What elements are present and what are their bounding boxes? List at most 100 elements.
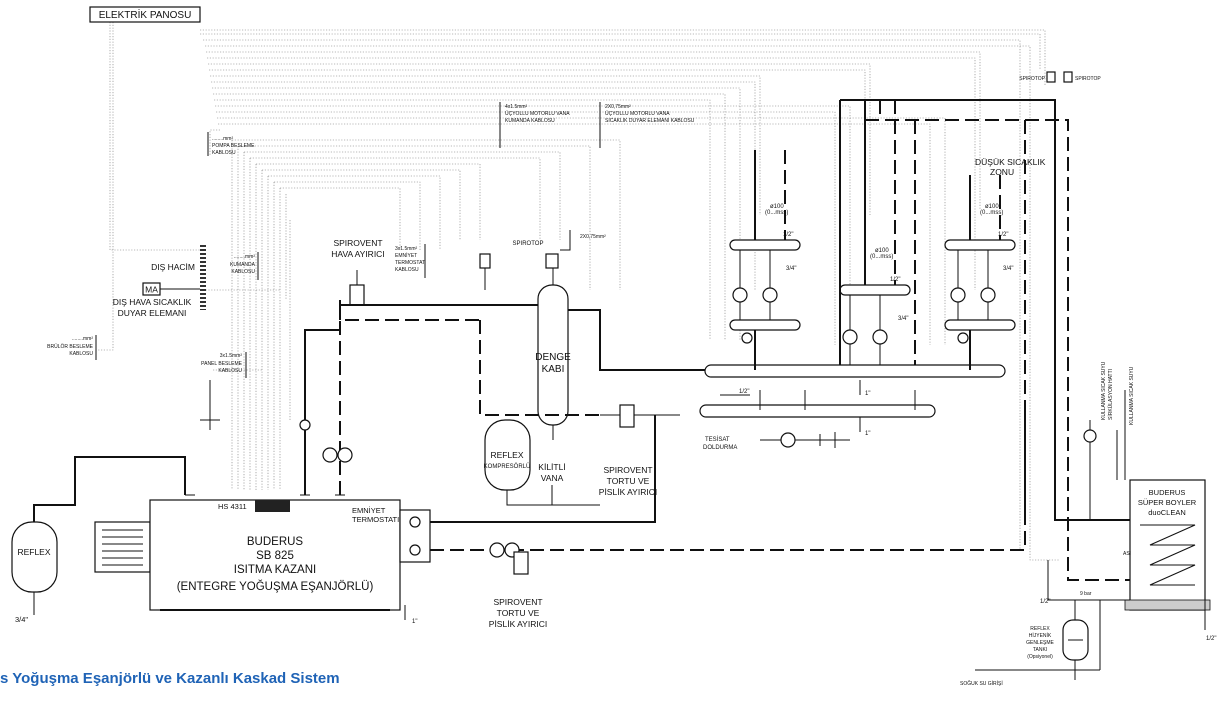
zone3-gauge-l2: (0...mss) [980,210,1003,216]
spirotop-cable-label: 2X0,75mm² [580,234,606,240]
exp-l3: GENLEŞME [1026,640,1054,646]
spirovent-mid: SPIROVENT TORTU VE PİSLİK AYIRICI [599,404,657,497]
boiler-brand: BUDERUS [247,536,304,548]
svg-text:1": 1" [865,391,870,397]
dhw-half-1: 1/2" [1040,599,1050,605]
cable-label-panel-feed: 3x1.5mm² PANEL BESLEME KABLOSU [201,352,247,378]
boiler-controller-label: HS 4311 [218,502,247,511]
dhw-tank-l2: SÜPER BOYLER [1138,498,1197,507]
dhw-tank-l3: duoCLEAN [1148,508,1186,517]
supply-collector [704,364,1006,378]
cable-burner-l1: BRÜLÖR BESLEME [47,343,94,350]
zone3-threeq: 3/4" [1003,266,1013,272]
spirovent-bottom-l2: TORTU VE [497,608,540,618]
boiler-thermostat-l1: EMNİYET [352,506,386,515]
spirovent-mid-l3: PİSLİK AYIRICI [599,487,657,497]
collector-half: 1/2" [739,389,749,395]
cable-pump-l1: POMPA BESLEME [212,143,255,149]
cable-label-control: ........mm² KUMANDA KABLOSU [230,252,259,280]
denge-kabi-group: DENGE KABI SPIROTOP 2X0,75mm² [340,230,720,440]
spirovent-mid-l2: TORTU VE [607,476,650,486]
cable-valve-l1: ÜÇYOLLU MOTORLU VANA [505,110,570,117]
boiler-body [149,499,401,611]
denge-l1: DENGE [535,352,571,363]
spirovent-air-l2: HAVA AYIRICI [331,249,384,259]
control-cable-bundle [96,22,1060,561]
cable-panel-l2: KABLOSU [218,368,242,374]
reflex-comp-l2: KOMPRESÖRLÜ [484,463,531,470]
boiler-thermostat-l2: TERMOSTATI [352,515,399,524]
exp-l1: REFLEX [1030,626,1050,632]
locked-valve-l2: VANA [541,473,564,483]
dhw-bar: 9 bar [1080,591,1092,597]
cable-label-pump: ........mm² POMPA BESLEME KABLOSU [207,132,255,156]
electric-panel-box [89,6,201,23]
spirotop-pair-right: SPIROTOP [1075,76,1101,82]
reflex-left-vessel: REFLEX 3/4" [11,456,186,624]
cable-sensor-size: 2X0,75mm² [605,104,631,110]
cable-panel-size: 3x1.5mm² [220,353,243,359]
cable-label-valve-sensor: 2X0,75mm² ÜÇYOLLU MOTORLU VANA SICAKLIK … [599,102,695,148]
locked-valve-l1: KİLİTLİ [538,462,565,472]
return-collector [699,404,936,418]
cable-safety-l2: TERMOSTAT [395,260,425,266]
dhw-recirc-l1: KULLANMA SICAK SUYU [1101,361,1107,420]
outdoor-sensor-l1: DIŞ HAVA SICAKLIK [113,297,192,307]
reflex-compressor: REFLEX KOMPRESÖRLÜ KİLİTLİ VANA [484,419,600,506]
dhw-half-2: 1/2" [1206,636,1216,642]
cable-control-l1: KUMANDA [230,262,256,268]
cable-label-valve-control: 4x1.5mm² ÜÇYOLLU MOTORLU VANA KUMANDA KA… [499,102,570,148]
outdoor-sensor-code: MA [145,285,158,295]
spirovent-bottom-l3: PİSLİK AYIRICI [489,619,547,629]
zone3-half: 1/2" [998,232,1008,238]
spirotop-label: SPIROTOP [513,241,544,247]
outdoor-sensor-l2: DUYAR ELEMANI [118,308,187,318]
cable-burner-size: ........mm² [72,336,93,342]
svg-text:1": 1" [412,619,417,625]
dhw-group: BUDERUS SÜPER BOYLER duoCLEAN KULLANMA S… [960,361,1216,687]
dhw-tank-l1: BUDERUS [1149,488,1186,497]
reflex-comp-l1: REFLEX [490,450,523,460]
cable-burner-l2: KABLOSU [69,351,93,357]
zone2-gauge-l2: (0...mss) [870,254,893,260]
zone2-threeq: 3/4" [898,316,908,322]
collectors: 1" 1" 1/2" [699,364,1006,437]
filling-group: TESİSAT DOLDURMA [703,432,850,451]
electric-panel-label: ELEKTRİK PANOSU [99,8,192,21]
spirovent-air-l1: SPIROVENT [333,238,382,248]
cold-water-label: SOĞUK SU GİRİŞİ [960,680,1003,687]
dhw-recirc-l2: SİRKÜLASYON HATTI [1107,369,1114,420]
burner-unit [94,521,151,573]
zone-label-l1: DÜŞÜK SICAKLIK [975,157,1046,167]
main-loop-piping: SPIROVENT TORTU VE PİSLİK AYIRICI [430,400,1026,629]
outdoor-sensor-group: DIŞ HACİM MA DIŞ HAVA SICAKLIK DUYAR ELE… [113,245,206,318]
zone2-half: 1/2" [890,277,900,283]
zone1-gauge-l1: ø100 [770,204,784,210]
zone3-gauge-l1: ø100 [985,204,999,210]
cable-valve-l2: KUMANDA KABLOSU [505,118,555,124]
cable-pump-l2: KABLOSU [212,150,236,156]
cable-pump-size: ........mm² [212,136,233,142]
fill-l1: TESİSAT [705,436,730,443]
zone-circuit-3: DÜŞÜK SICAKLIK ZONU ø100 (0...mss) 1/2" … [944,157,1046,370]
exp-l5: (Opsiyonel) [1027,654,1053,660]
cable-sensor-l2: SICAKLIK DUYAR ELEMANI KABLOSU [605,118,695,124]
cable-safety-l3: KABLOSU [395,267,419,273]
cable-sensor-l1: ÜÇYOLLU MOTORLU VANA [605,110,670,117]
cable-label-safety-thermostat: 3x1.5mm² EMNİYET TERMOSTAT KABLOSU [395,244,426,278]
zone-circuit-1: ø100 (0...mss) 1/2" 3/4" [729,150,801,370]
boiler-controller-panel [255,500,290,512]
zone-label-l2: ZONU [990,167,1014,177]
cable-safety-l1: EMNİYET [395,252,417,259]
page-caption: s Yoğuşma Eşanjörlü ve Kazanlı Kaskad Si… [0,670,340,687]
dhw-supply-label: KULLANMA SICAK SUYU [1129,366,1135,425]
zone-circuit-2: ø100 (0...mss) 1/2" 3/4" [839,100,911,365]
zone2-gauge-l1: ø100 [875,248,889,254]
zone1-gauge-l2: (0...mss) [765,210,788,216]
cable-control-size: ........mm² [234,254,255,260]
spirovent-bottom-l1: SPIROVENT [493,597,542,607]
spirovent-mid-l1: SPIROVENT [603,465,652,475]
svg-text:1": 1" [865,431,870,437]
cable-control-l2: KABLOSU [231,269,255,275]
